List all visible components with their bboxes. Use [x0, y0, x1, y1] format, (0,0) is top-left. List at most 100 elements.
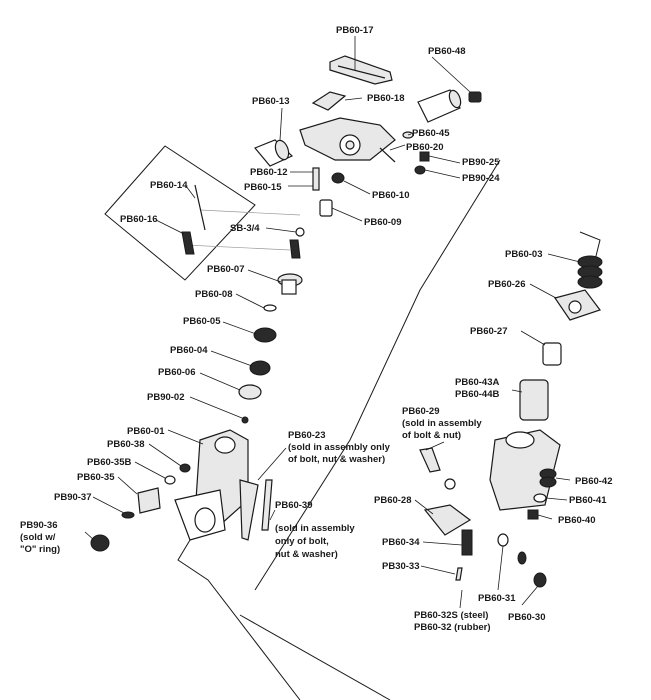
- detail-screw-2-part: [289, 239, 301, 259]
- label-pb60-32s: PB60-32S (steel): [414, 610, 488, 621]
- detail-box: [104, 145, 256, 281]
- nut-side-part: [527, 509, 539, 520]
- label-pb60-23: PB60-23: [288, 430, 326, 441]
- washer-side-part: [533, 493, 547, 503]
- label-pb60-32: PB60-32 (rubber): [414, 622, 491, 633]
- bolt-long-2-part: [261, 479, 273, 531]
- cylinder-part: [519, 379, 549, 421]
- inlet-cap-part: [90, 534, 110, 552]
- label-pb90-02: PB90-02: [147, 392, 185, 403]
- foot-body-part: [489, 429, 561, 511]
- washer-part: [238, 384, 262, 400]
- nut-foot-part: [444, 478, 456, 490]
- label-pb60-09: PB60-09: [364, 217, 402, 228]
- detail-spring-part: [194, 184, 206, 231]
- label-pb60-43a: PB60-43A: [455, 377, 499, 388]
- handle-lever-part: [329, 55, 393, 85]
- label-pb60-01: PB60-01: [127, 426, 165, 437]
- label-pb60-08: PB60-08: [195, 289, 233, 300]
- pin-small-part: [455, 567, 463, 581]
- label-pb60-40: PB60-40: [558, 515, 596, 526]
- label-pb60-04: PB60-04: [170, 345, 208, 356]
- label-pb60-12: PB60-12: [250, 167, 288, 178]
- label-pb60-20: PB60-20: [406, 142, 444, 153]
- label-pb60-41: PB60-41: [569, 495, 607, 506]
- label-pb60-23-note-2: of bolt, nut & washer): [288, 454, 385, 465]
- bolt-long-part: [239, 479, 259, 541]
- label-pb90-24: PB90-24: [462, 173, 500, 184]
- inlet-tube-part: [137, 487, 161, 514]
- left-assembly-frame-bottom: [177, 539, 301, 700]
- bushing-part: [319, 199, 333, 217]
- label-pb60-23-note-1: (sold in assembly only: [288, 442, 391, 453]
- label-pb60-27: PB60-27: [470, 326, 508, 337]
- label-sb-3-4: SB-3/4: [230, 223, 260, 234]
- ring-part: [164, 475, 176, 485]
- seal-cup-part: [253, 327, 277, 343]
- leader-lines: [84, 36, 581, 609]
- bolt-foot-part: [419, 447, 441, 473]
- seal-small-part: [331, 172, 345, 184]
- label-pb60-03: PB60-03: [505, 249, 543, 260]
- label-pb60-45: PB60-45: [412, 128, 450, 139]
- small-nut-part: [179, 463, 191, 473]
- foot-pedal-part: [423, 504, 472, 536]
- label-pb60-39: PB60-39: [275, 500, 313, 511]
- detail-guide-2: [184, 244, 291, 251]
- label-pb60-30: PB60-30: [508, 612, 546, 623]
- washer-small-part: [517, 551, 527, 565]
- pin-part: [379, 147, 396, 163]
- assembly-connector-diagonal: [254, 159, 501, 591]
- spring-large-part: [577, 255, 603, 289]
- valve-cap-part: [277, 273, 303, 295]
- label-pb60-13: PB60-13: [252, 96, 290, 107]
- label-pb60-39-note-3: nut & washer): [275, 549, 338, 560]
- label-pb60-48: PB60-48: [428, 46, 466, 57]
- grip-sleeve-left-part: [254, 139, 294, 167]
- label-pb90-36: PB90-36: [20, 520, 58, 531]
- lower-connector-line: [239, 614, 391, 700]
- spring-small-part: [461, 529, 473, 556]
- o-ring-small-part: [263, 304, 277, 312]
- label-pb60-10: PB60-10: [372, 190, 410, 201]
- detail-guide-1: [199, 209, 301, 216]
- nut-top-part: [419, 151, 430, 162]
- sleeve-part: [542, 342, 562, 366]
- label-pb60-29: PB60-29: [402, 406, 440, 417]
- label-pb60-28: PB60-28: [374, 495, 412, 506]
- label-pb60-39-note-2: only of bolt,: [275, 536, 329, 547]
- label-pb60-16: PB60-16: [120, 214, 158, 225]
- stem-part: [312, 167, 320, 191]
- cap-nut-part: [533, 572, 547, 588]
- screw-small-part: [241, 416, 249, 424]
- label-pb60-29-note-2: of bolt & nut): [402, 430, 461, 441]
- label-pb60-05: PB60-05: [183, 316, 221, 327]
- label-pb90-25: PB90-25: [462, 157, 500, 168]
- handle-spring-part: [311, 91, 347, 111]
- grip-sleeve-right-part: [417, 89, 462, 123]
- label-pb60-26: PB60-26: [488, 279, 526, 290]
- label-pb60-34: PB60-34: [382, 537, 420, 548]
- label-pb60-35: PB60-35: [77, 472, 115, 483]
- bolt-top-part: [414, 165, 426, 175]
- label-pb60-18: PB60-18: [367, 93, 405, 104]
- bumper-part: [497, 533, 509, 547]
- label-pb60-06: PB60-06: [158, 367, 196, 378]
- label-pb30-33: PB30-33: [382, 561, 420, 572]
- handle-body-part: [299, 117, 396, 161]
- end-cap-part: [468, 91, 482, 103]
- label-pb60-31: PB60-31: [478, 593, 516, 604]
- label-pb90-37: PB90-37: [54, 492, 92, 503]
- seal-ring-part: [249, 360, 271, 376]
- base-flange-part: [554, 289, 601, 321]
- spring-side-part: [539, 468, 557, 488]
- label-pb60-38: PB60-38: [107, 439, 145, 450]
- label-pb60-15: PB60-15: [244, 182, 282, 193]
- label-pb60-14: PB60-14: [150, 180, 188, 191]
- label-pb60-39-note-1: (sold in assembly: [275, 523, 355, 534]
- ball-part: [295, 227, 305, 237]
- label-pb60-07: PB60-07: [207, 264, 245, 275]
- detail-screw-part: [181, 231, 195, 255]
